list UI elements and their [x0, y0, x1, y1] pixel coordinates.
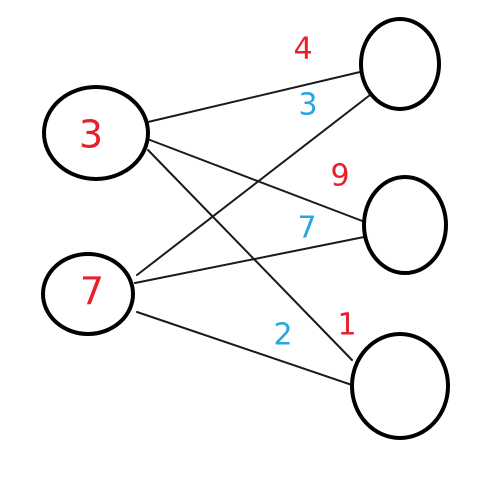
edge-label-red-1: 1: [337, 308, 356, 343]
edge-left-bottom-to-right-middle: [134, 236, 365, 284]
edge-left-bottom-to-right-top: [136, 94, 371, 276]
right-bottom-node: [350, 332, 450, 440]
right-middle-node: [362, 175, 448, 275]
left-top-node-label: 3: [79, 113, 103, 157]
edge-label-blue-7: 7: [297, 211, 316, 246]
left-top-node: [42, 85, 150, 181]
edge-left-bottom-to-right-bottom: [136, 311, 353, 386]
right-top-node: [359, 17, 441, 111]
edge-label-blue-2: 2: [273, 318, 292, 353]
edge-left-top-to-right-top: [147, 71, 361, 123]
edge-label-blue-3: 3: [298, 88, 317, 123]
edge-label-red-4: 4: [293, 32, 312, 67]
edge-left-top-to-right-bottom: [147, 149, 353, 361]
edge-label-red-9: 9: [330, 159, 349, 194]
left-bottom-node: [41, 252, 135, 336]
left-bottom-node-label: 7: [80, 270, 104, 314]
